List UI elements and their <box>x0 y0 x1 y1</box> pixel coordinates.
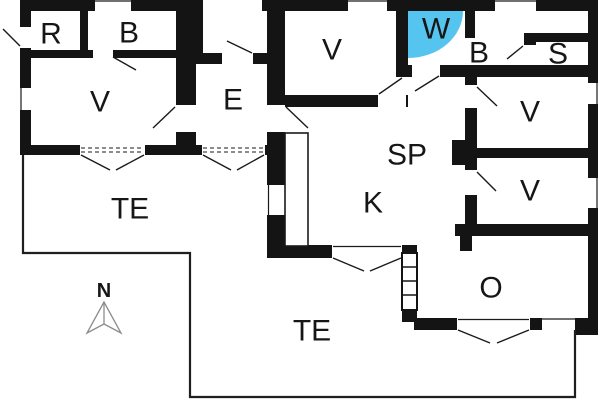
door-swing <box>112 56 137 71</box>
room-label-sp: SP <box>387 139 427 172</box>
terrace-outline <box>21 155 577 399</box>
wall <box>455 224 598 236</box>
door-swing <box>226 40 253 54</box>
sliding-door-lines <box>81 147 264 153</box>
room-label-o: O <box>479 272 502 305</box>
door-swing <box>506 45 524 60</box>
wall-openings <box>20 0 598 330</box>
shower-corner-highlight <box>408 11 463 58</box>
wall <box>465 148 588 158</box>
room-label-e: E <box>223 84 243 117</box>
wall <box>575 318 598 335</box>
window-opening <box>588 178 598 208</box>
wall <box>402 310 417 322</box>
door-swing <box>378 77 403 95</box>
room-labels: R B V E V W B S V V SP K O TE TE <box>40 13 568 348</box>
room-label-s: S <box>548 38 568 71</box>
chimney-box <box>284 132 309 247</box>
wall <box>262 0 598 11</box>
door-opening <box>465 85 477 108</box>
door-swing <box>285 106 309 129</box>
door-opening <box>267 105 285 132</box>
room-label-v-top: V <box>322 34 342 67</box>
door-swing <box>457 329 491 344</box>
door-swing <box>414 75 440 92</box>
room-label-b-top: B <box>119 17 139 50</box>
wall <box>530 318 542 330</box>
window-opening <box>495 0 536 11</box>
wall <box>465 11 475 38</box>
door-opening <box>524 45 536 65</box>
door-swing <box>496 329 530 344</box>
wall <box>285 95 408 107</box>
door-opening <box>332 245 402 258</box>
room-label-v-left: V <box>90 86 110 119</box>
door-opening <box>20 27 31 48</box>
door-swing <box>152 106 176 129</box>
room-label-te-left: TE <box>111 193 149 226</box>
wall <box>396 0 408 77</box>
compass-label: N <box>97 280 111 302</box>
window-opening <box>542 318 575 330</box>
door-opening <box>465 170 477 195</box>
door-swing <box>2 28 21 47</box>
north-arrow: N <box>85 280 123 335</box>
wall <box>396 65 598 77</box>
door-swing <box>369 257 402 272</box>
window-opening <box>267 185 285 215</box>
door-opening <box>457 318 530 330</box>
wall <box>588 0 598 330</box>
door-opening <box>93 50 113 58</box>
wall <box>80 11 88 50</box>
wall <box>267 245 332 258</box>
door-swing <box>202 154 232 171</box>
window-opening <box>20 88 31 110</box>
window-opening <box>95 0 131 11</box>
wall <box>414 318 457 330</box>
door-opening <box>80 145 145 155</box>
wall <box>20 0 31 155</box>
room-label-w: W <box>422 13 451 46</box>
door-opening <box>412 65 440 77</box>
room-label-b-right: B <box>469 37 489 70</box>
paned-window <box>401 252 418 311</box>
window-opening <box>588 83 598 104</box>
door-swing <box>115 154 145 171</box>
door-opening <box>222 53 253 64</box>
door-swings <box>2 28 530 344</box>
wall <box>192 0 203 64</box>
door-swing <box>80 154 111 171</box>
door-opening <box>176 105 196 132</box>
wall <box>524 33 598 42</box>
window-frames <box>20 0 598 321</box>
room-label-r: R <box>40 18 62 51</box>
room-label-v-right-1: V <box>520 96 540 129</box>
room-label-k: K <box>363 187 383 220</box>
door-swing <box>236 154 265 171</box>
door-swing <box>332 257 365 272</box>
door-swing <box>476 86 498 107</box>
wall <box>460 236 472 251</box>
door-opening <box>378 95 406 107</box>
room-label-v-right-2: V <box>520 175 540 208</box>
door-swing <box>476 171 497 192</box>
window-opening <box>348 0 387 11</box>
door-opening <box>202 145 265 155</box>
room-label-te-bottom: TE <box>293 315 331 348</box>
